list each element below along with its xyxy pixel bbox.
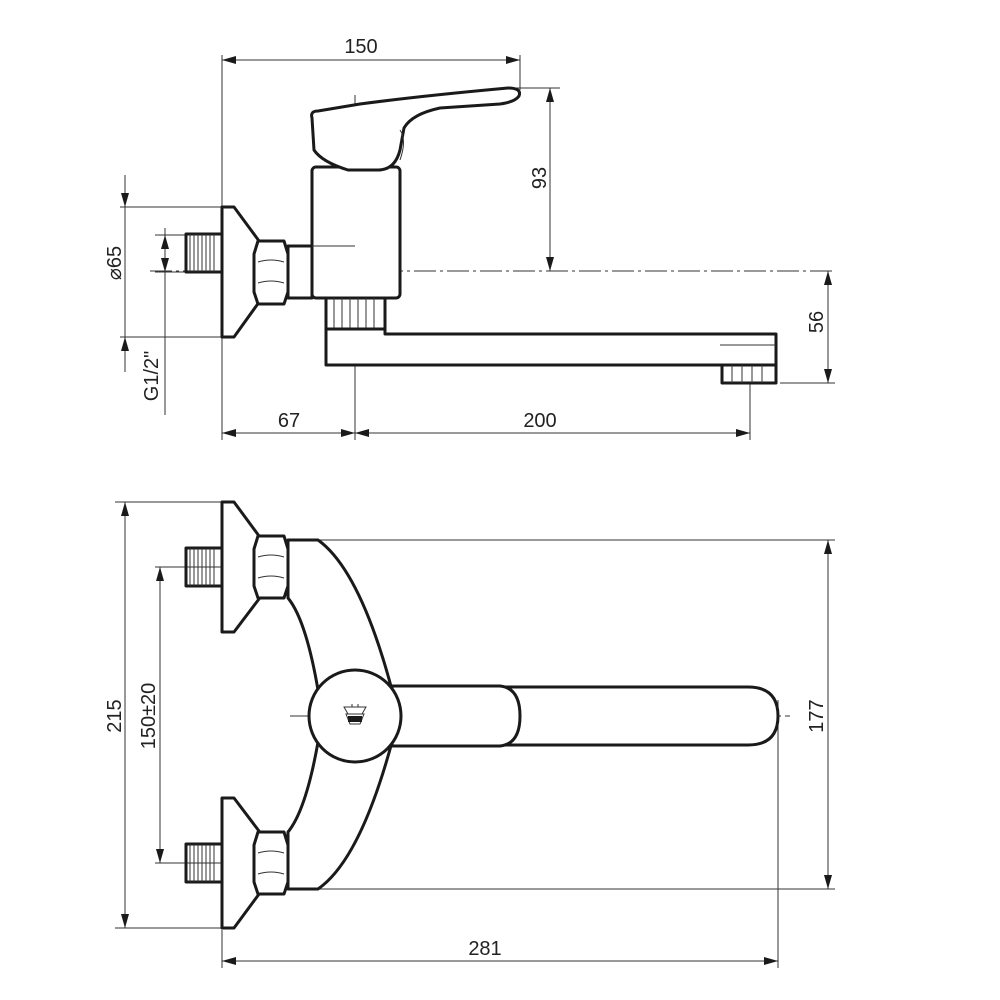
lower-inlet bbox=[184, 796, 290, 930]
body-connector bbox=[286, 244, 314, 300]
dimension-thread: G1/2" bbox=[141, 228, 169, 415]
dimension-spout-span: 177 bbox=[806, 540, 832, 889]
dimension-spout-offset: 56 bbox=[806, 271, 832, 383]
upper-arm bbox=[286, 538, 394, 692]
aerator bbox=[720, 363, 778, 385]
dimension-width: 150 bbox=[222, 36, 520, 64]
lever-handle bbox=[310, 86, 521, 172]
dimension-body-offset: 67 bbox=[222, 410, 355, 437]
dimension-width-label: 150 bbox=[344, 36, 377, 58]
dimension-spout-length-label: 200 bbox=[523, 410, 556, 432]
dimension-body-offset-label: 67 bbox=[278, 410, 300, 432]
dimension-total-length-label: 281 bbox=[468, 938, 501, 960]
side-view: 150 93 ⌀65 G1/2" 56 bbox=[104, 36, 835, 440]
mixer-body bbox=[310, 165, 402, 300]
brand-logo-icon bbox=[343, 704, 367, 725]
dimension-spout-length: 200 bbox=[355, 410, 750, 437]
hex-nut bbox=[252, 239, 290, 306]
dimension-centers-label: 150±20 bbox=[138, 683, 160, 750]
lower-arm bbox=[286, 740, 394, 891]
dimension-height-label: 93 bbox=[529, 167, 551, 189]
dimension-flange-diameter-label: ⌀65 bbox=[104, 246, 126, 280]
spout bbox=[324, 327, 778, 367]
dimension-centers: 150±20 bbox=[138, 567, 164, 863]
dimension-spout-offset-label: 56 bbox=[806, 311, 828, 333]
upper-inlet bbox=[184, 500, 290, 634]
dimension-flange-diameter: ⌀65 bbox=[104, 175, 129, 372]
dimension-height: 93 bbox=[529, 88, 554, 271]
dimension-spout-span-label: 177 bbox=[806, 699, 828, 732]
swivel-ring bbox=[324, 296, 387, 331]
thread-connector bbox=[184, 232, 224, 274]
dimension-total-height-label: 215 bbox=[104, 699, 126, 732]
lever-top bbox=[390, 684, 522, 748]
dimension-thread-label: G1/2" bbox=[141, 351, 163, 401]
dimension-total-length: 281 bbox=[222, 938, 778, 965]
top-view: 215 150±20 177 281 bbox=[104, 500, 835, 968]
dimension-total-height: 215 bbox=[104, 502, 129, 928]
